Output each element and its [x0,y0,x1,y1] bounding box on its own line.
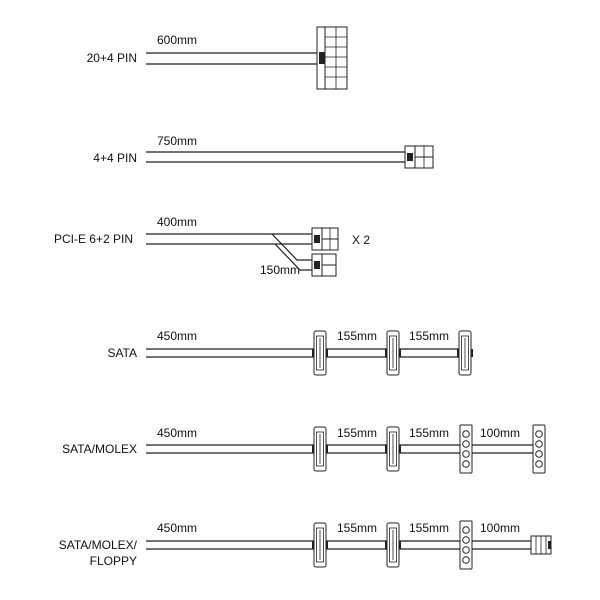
length-label: 155mm [337,521,377,535]
cpu-8pin-connector [404,145,434,169]
cable-label: PCI-E 6+2 PIN [54,232,133,246]
length-label: 750mm [157,134,197,148]
length-label: 155mm [409,329,449,343]
multiplier-label: X 2 [352,233,370,247]
length-label: 450mm [157,426,197,440]
length-label: 400mm [157,215,197,229]
pcie-6pin-connector [311,227,339,251]
pcie-2pin-connector [311,253,337,277]
length-label: 155mm [337,426,377,440]
cable-sata-molex-floppy: SATA/MOLEX/ FLOPPY 450mm 155mm 155mm 100… [59,520,552,570]
cable-20-4-pin: 20+4 PIN 600mm [87,26,348,90]
cable-label: FLOPPY [90,554,137,568]
length-label: 100mm [480,426,520,440]
cable-label: 20+4 PIN [87,51,137,65]
sata-connector [384,522,402,568]
cable-4-4-pin: 4+4 PIN 750mm [93,134,434,169]
cable-sata: SATA 450mm 155mm 155mm [107,329,474,376]
cable-label: SATA [107,346,137,360]
molex-connector [459,520,473,570]
atx-24pin-connector [316,26,348,90]
sata-connector [311,522,329,568]
length-label: 600mm [157,33,197,47]
sata-connector [456,330,474,376]
sata-connector [311,426,329,472]
cable-sata-molex: SATA/MOLEX 450mm 155mm 155mm 100mm [62,424,546,474]
length-label: 100mm [480,521,520,535]
cable-label: SATA/MOLEX [62,442,137,456]
floppy-connector [530,535,552,555]
cable-label: SATA/MOLEX/ [59,538,138,552]
sata-connector [384,330,402,376]
cable-pcie-6-2-pin: PCI-E 6+2 PIN 400mm 150mm X 2 [54,215,370,277]
sata-connector [311,330,329,376]
length-label: 155mm [337,329,377,343]
length-label: 155mm [409,521,449,535]
molex-connector [459,424,473,474]
sata-connector [384,426,402,472]
length-label: 155mm [409,426,449,440]
length-label: 450mm [157,329,197,343]
cable-label: 4+4 PIN [93,151,137,165]
molex-connector [532,424,546,474]
length-label: 150mm [260,263,300,277]
length-label: 450mm [157,521,197,535]
